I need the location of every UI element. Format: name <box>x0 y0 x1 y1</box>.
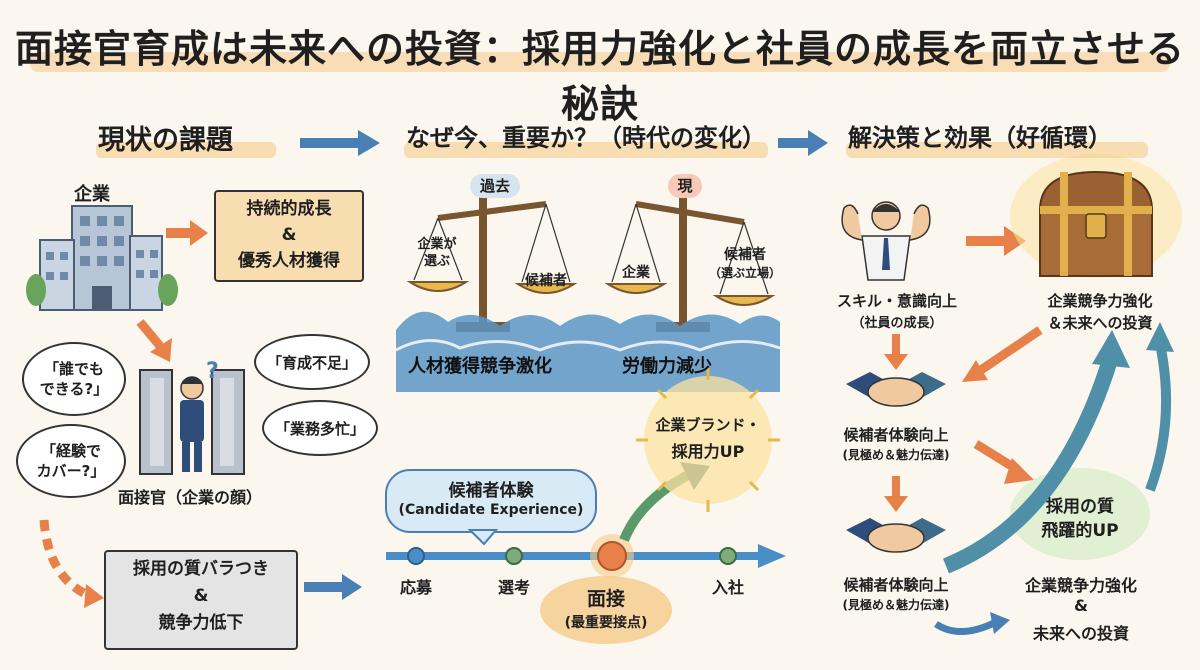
now-right-sub: （選ぶ立場） <box>708 266 781 280</box>
arrow-dashed-to-problem <box>39 519 104 608</box>
skill-line2: （社員の成長） <box>851 316 943 331</box>
chest-line1: 企業競争力強化 <box>1047 292 1153 310</box>
section-why: なぜ今、重要か？（時代の変化） <box>406 124 766 152</box>
chest-line2: ＆未来への投資 <box>1047 314 1153 332</box>
growth-curve-arrow <box>943 322 1174 574</box>
section-arrow-1 <box>300 130 380 156</box>
timeline-line <box>386 544 786 568</box>
section-solution: 解決策と効果（好循環） <box>848 124 1112 152</box>
brand-sun <box>636 368 780 512</box>
goal-line2: 優秀人材獲得 <box>238 251 340 271</box>
title-highlight <box>30 52 1170 72</box>
doors-icon <box>139 369 245 475</box>
brand-line2: 採用力UP <box>671 442 745 461</box>
timeline-label-apply: 応募 <box>399 578 432 597</box>
past-tag: 過去 <box>470 174 520 198</box>
problem-amp: & <box>193 586 209 606</box>
interviewer-figure: ? <box>180 359 219 472</box>
arrow-to-interviewer <box>136 319 172 362</box>
quality-line1: 採用の質 <box>1046 497 1114 517</box>
wave-left-label: 人材獲得競争激化 <box>408 356 552 377</box>
section-highlight-1 <box>96 142 276 158</box>
final-line1: 企業競争力強化 <box>1024 576 1137 595</box>
section-arrow-2 <box>778 130 828 156</box>
company-building-icon <box>26 205 178 311</box>
thought-training: 「育成不足」 <box>254 334 370 390</box>
thought-anyone: 「誰でも できる?」 <box>22 342 126 416</box>
now-left-pan: 企業 <box>622 265 650 281</box>
timeline-label-interview: 面接 <box>586 588 625 610</box>
cx-bubble-shape <box>385 469 597 546</box>
arrow-skill-to-chest <box>966 226 1026 256</box>
interviewer-label: 面接官（企業の顔） <box>118 488 263 507</box>
page-title: 面接官育成は未来への投資：採用力強化と社員の成長を両立させる秘訣 <box>14 27 1185 126</box>
waves <box>395 311 781 392</box>
brand-line1: 企業ブランド・ <box>655 416 761 434</box>
arrow-final <box>934 612 1010 636</box>
svg-text:?: ? <box>206 359 219 384</box>
goal-amp: & <box>281 225 297 245</box>
goal-box: 持続的成長 & 優秀人材獲得 <box>214 190 364 282</box>
cx-line2: (Candidate Experience) <box>398 502 584 518</box>
timeline-label-screening: 選考 <box>497 578 530 597</box>
arrow-problem-to-timeline <box>304 574 362 600</box>
thought-experience: 「経験で カバー?」 <box>16 424 126 498</box>
timeline-label-join: 入社 <box>711 578 744 597</box>
now-tag: 現 <box>668 174 702 198</box>
interview-note: (最重要接点) <box>564 615 648 631</box>
arrow-cx-to-quality <box>973 440 1034 484</box>
wave-right-label: 労働力減少 <box>622 356 712 377</box>
problem-box: 採用の質バラつき & 競争力低下 <box>104 550 298 650</box>
goal-line1: 持続的成長 <box>246 199 332 219</box>
cx1-line1: 候補者体験向上 <box>843 426 949 444</box>
cx2-line1: 候補者体験向上 <box>843 576 949 594</box>
final-line2: 未来への投資 <box>1032 624 1129 643</box>
arrow-down-1 <box>884 334 908 370</box>
past-left-pan: 企業が 選ぶ <box>417 237 457 269</box>
final-amp: & <box>1074 596 1088 615</box>
arrow-to-goal <box>166 220 208 246</box>
problem-line1: 採用の質バラつき <box>133 559 269 579</box>
thought-busy: 「業務多忙」 <box>262 400 378 456</box>
section-highlight-2 <box>404 142 768 158</box>
company-label: 企業 <box>74 184 110 205</box>
section-highlight-3 <box>846 142 1148 158</box>
handshake-icon-1 <box>846 372 946 407</box>
cx-line1: 候補者体験 <box>448 481 534 501</box>
cx1-line2: (見極め＆魅力伝達) <box>842 448 950 462</box>
strong-employee-figure <box>841 201 931 281</box>
problem-line2: 競争力低下 <box>158 613 244 633</box>
handshake-icon-2 <box>846 518 946 553</box>
arrow-down-2 <box>884 476 908 512</box>
timeline-nodes <box>407 534 737 578</box>
now-right-pan: 候補者 <box>724 247 766 263</box>
arrow-chest-to-handshake <box>962 326 1043 382</box>
skill-line1: スキル・意識向上 <box>836 292 957 310</box>
cx2-line2: (見極め＆魅力伝達) <box>842 598 950 612</box>
quality-line2: 飛躍的UP <box>1041 521 1119 541</box>
section-current: 現状の課題 <box>98 125 233 156</box>
interview-highlight <box>540 576 672 644</box>
past-right-pan: 候補者 <box>525 273 567 289</box>
treasure-chest-icon <box>1010 154 1182 278</box>
